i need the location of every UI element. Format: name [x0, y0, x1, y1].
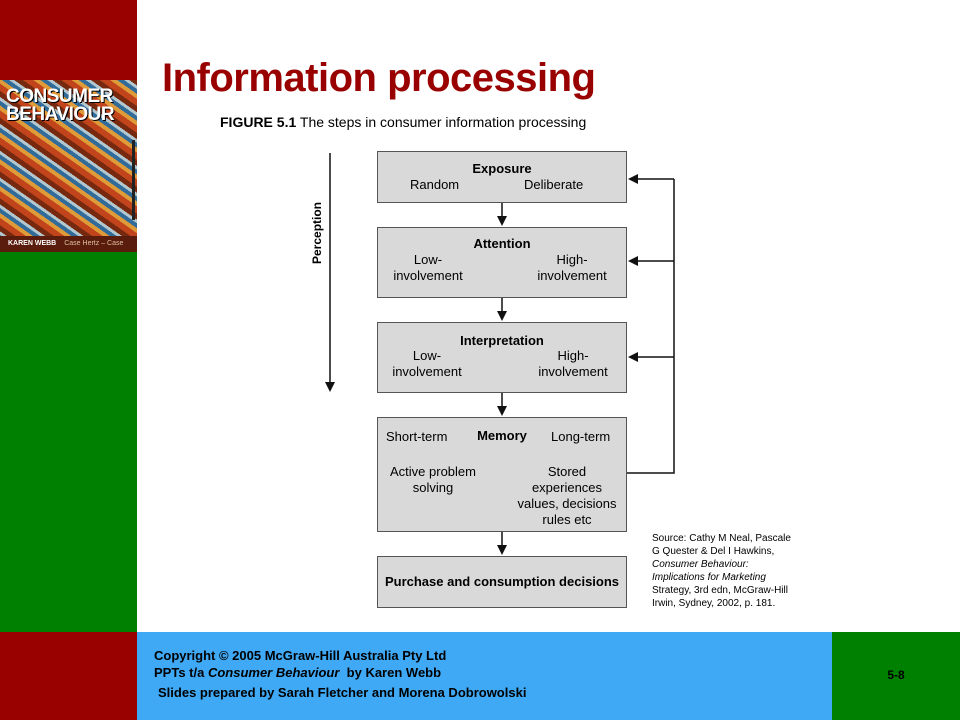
attention-high-involvement: High- involvement	[537, 252, 607, 283]
source-line-5: Strategy, 3rd edn, McGraw-Hill	[652, 585, 788, 596]
feedback-line	[626, 179, 675, 474]
book-cover-title-line1: CONSUMER	[6, 86, 113, 107]
source-note: Source: Cathy M Neal, Pascale G Quester …	[652, 532, 812, 610]
memory-heading: Memory	[477, 428, 527, 443]
book-cover-image: CONSUMER BEHAVIOUR KAREN WEBB Case Hertz …	[0, 80, 137, 252]
book-cover-author: KAREN WEBB	[8, 240, 57, 247]
memory-long-term: Long-term	[551, 429, 611, 444]
book-cover-title: CONSUMER BEHAVIOUR	[6, 86, 115, 125]
book-cover-spine	[132, 140, 135, 220]
figure-caption-text: The steps in consumer information proces…	[296, 114, 587, 130]
book-cover-title-line2: BEHAVIOUR	[6, 104, 115, 125]
memory-short-term: Short-term	[386, 429, 448, 444]
interpretation-low-involvement: Low- involvement	[392, 348, 462, 379]
exposure-box: Exposure Random Deliberate	[377, 151, 627, 203]
attention-heading: Attention	[473, 236, 531, 251]
footer-left-red-band	[0, 632, 137, 720]
attention-box: Attention Low- involvement High- involve…	[377, 227, 627, 298]
interpretation-high-involvement: High- involvement	[538, 348, 608, 379]
left-green-band	[0, 252, 137, 632]
footer-book-title: Consumer Behaviour	[207, 665, 340, 680]
figure-caption-label: FIGURE 5.1	[220, 114, 297, 130]
interpretation-heading: Interpretation	[460, 333, 544, 348]
book-cover-author-bar: KAREN WEBB Case Hertz – Case editor	[0, 236, 137, 252]
purchase-heading: Purchase and consumption decisions	[384, 574, 620, 589]
footer-copyright: Copyright © 2005 McGraw-Hill Australia P…	[154, 648, 447, 663]
memory-active-problem-solving: Active problem solving	[390, 464, 476, 495]
exposure-deliberate: Deliberate	[524, 177, 584, 192]
memory-stored-experiences: Stored experiences values, decisions rul…	[517, 464, 617, 527]
memory-box: Memory Short-term Long-term Active probl…	[377, 417, 627, 532]
figure-caption: FIGURE 5.1 The steps in consumer informa…	[220, 114, 586, 130]
footer-ppts-author: by Karen Webb	[339, 665, 442, 680]
source-line-3: Consumer Behaviour:	[652, 559, 749, 570]
purchase-box: Purchase and consumption decisions	[377, 556, 627, 608]
footer-right-green-band	[832, 632, 960, 720]
source-line-1: Source: Cathy M Neal, Pascale	[652, 533, 791, 544]
source-line-6: Irwin, Sydney, 2002, p. 181.	[652, 598, 776, 609]
source-line-2: G Quester & Del I Hawkins,	[652, 546, 775, 557]
slide-number: 5-8	[887, 668, 905, 682]
exposure-random: Random	[410, 177, 460, 192]
slide-title: Information processing	[162, 56, 596, 100]
interpretation-box: Interpretation Low- involvement High- in…	[377, 322, 627, 393]
footer-slides-prepared: Slides prepared by Sarah Fletcher and Mo…	[158, 685, 527, 700]
exposure-heading: Exposure	[472, 161, 532, 176]
footer-ppts-credit: PPTs t/a Consumer Behaviour by Karen Web…	[154, 664, 441, 681]
perception-label: Perception	[310, 201, 324, 264]
attention-low-involvement: Low- involvement	[393, 252, 463, 283]
book-cover-artwork	[0, 80, 137, 252]
left-red-band	[0, 0, 137, 80]
source-line-4: Implications for Marketing	[652, 572, 766, 583]
footer-bar	[137, 632, 832, 720]
footer-ppts-prefix: PPTs t/a	[154, 665, 208, 680]
book-cover-editor: Case Hertz – Case editor	[64, 240, 124, 247]
